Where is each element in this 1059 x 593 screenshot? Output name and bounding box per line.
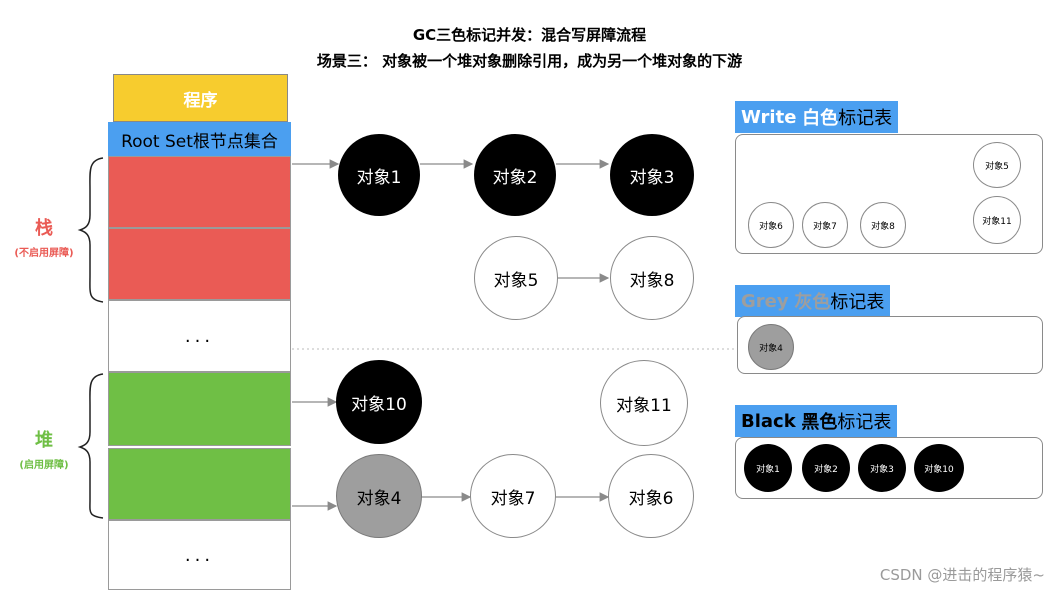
- stack-cell-1: [108, 156, 291, 228]
- grey-table-obj4: 对象4: [748, 324, 794, 370]
- white-table-head-en: Write: [741, 106, 797, 128]
- heap-ellipsis-cell: ...: [108, 520, 291, 590]
- white-table-obj5: 对象5: [973, 142, 1021, 188]
- white-table-obj6: 对象6: [748, 202, 794, 248]
- diagram-title: GC三色标记并发：混合写屏障流程: [412, 26, 647, 44]
- grey-table-head-color: 灰色: [794, 292, 831, 313]
- node-obj11: 对象11: [600, 360, 688, 446]
- diagram-subtitle: 场景三： 对象被一个堆对象删除引用，成为另一个堆对象的下游: [316, 52, 743, 70]
- node-obj6: 对象6: [608, 454, 694, 538]
- black-table-obj2: 对象2: [802, 444, 850, 492]
- node-obj4: 对象4: [336, 454, 422, 538]
- stack-cell-2: [108, 228, 291, 300]
- black-table-obj1: 对象1: [744, 444, 792, 492]
- heap-cell-2: [108, 448, 291, 520]
- node-obj8: 对象8: [610, 236, 694, 320]
- node-obj5: 对象5: [474, 236, 558, 320]
- black-table-head-suffix: 标记表: [837, 412, 892, 433]
- black-table-header: Black 黑色标记表: [735, 405, 898, 437]
- node-obj7: 对象7: [470, 454, 556, 538]
- heap-sublabel: (启用屏障): [19, 460, 69, 471]
- black-table-obj3: 对象3: [858, 444, 906, 492]
- grey-table-head-suffix: 标记表: [830, 292, 885, 313]
- white-table-obj8: 对象8: [860, 202, 906, 248]
- white-table-obj7: 对象7: [802, 202, 848, 248]
- stack-label: 栈: [35, 218, 53, 239]
- node-obj10: 对象10: [336, 360, 422, 444]
- node-obj1: 对象1: [338, 134, 420, 216]
- node-obj2: 对象2: [474, 134, 556, 216]
- black-table-head-color: 黑色: [801, 412, 838, 433]
- stack-brace: [77, 157, 104, 303]
- grey-table-header: Grey 灰色标记表: [735, 285, 891, 317]
- node-obj3: 对象3: [610, 134, 694, 216]
- white-table-head-color: 白色: [802, 108, 839, 129]
- heap-brace: [77, 373, 104, 519]
- black-table-head-en: Black: [741, 410, 796, 432]
- heap-label: 堆: [35, 430, 53, 451]
- black-table-obj10: 对象10: [914, 444, 964, 492]
- white-table-head-suffix: 标记表: [838, 108, 893, 129]
- stack-ellipsis-cell: ...: [108, 300, 291, 372]
- program-block: 程序: [113, 74, 288, 122]
- grey-table-head-en: Grey: [741, 290, 789, 312]
- white-table-obj11: 对象11: [973, 196, 1021, 244]
- heap-cell-1: [108, 372, 291, 446]
- watermark: CSDN @进击的程序猿~: [879, 566, 1045, 584]
- stack-sublabel: (不启用屏障): [14, 248, 74, 259]
- white-table-header: Write 白色标记表: [735, 101, 899, 133]
- root-set-header: Root Set根节点集合: [108, 122, 291, 156]
